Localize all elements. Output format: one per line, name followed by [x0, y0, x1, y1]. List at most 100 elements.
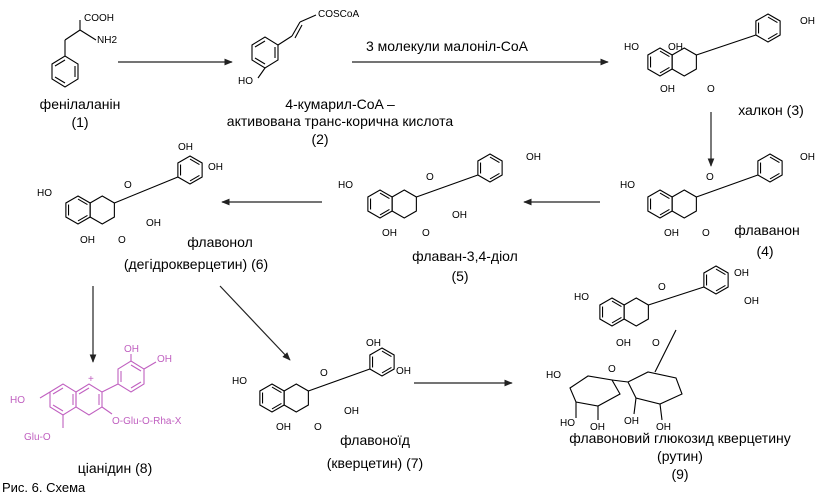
name-c2-line1: 4-кумарил-CoA –	[285, 96, 395, 112]
svg-text:OH: OH	[656, 422, 671, 433]
svg-text:O: O	[658, 282, 666, 293]
cyanidin-labels: HO Glu-O + O-Glu-O-Rha-X OH OH	[10, 344, 182, 443]
svg-text:OH: OH	[800, 16, 815, 27]
double-bond	[489, 172, 500, 180]
svg-text:HO: HO	[624, 42, 639, 53]
double-bond	[77, 214, 88, 222]
double-bond	[77, 198, 88, 206]
svg-text:O-Glu-O-Rha-X: O-Glu-O-Rha-X	[112, 416, 182, 427]
svg-text:OH: OH	[664, 228, 679, 239]
name-c4: флаванон	[734, 222, 800, 238]
atom-labels: COOH NH2 COSCoA HO HO OH OH O OH HO OH O…	[37, 9, 815, 433]
svg-text:O: O	[707, 84, 715, 95]
double-bond	[611, 300, 622, 308]
double-bond	[271, 386, 282, 394]
svg-text:OH: OH	[616, 338, 631, 349]
svg-text:OH: OH	[366, 338, 381, 349]
quercetin-ring-a	[259, 383, 285, 413]
name-c2-line2: активована транс-корична кислота	[226, 113, 454, 129]
svg-text:HO: HO	[338, 180, 353, 191]
svg-text:OH: OH	[124, 344, 139, 355]
double-bond	[715, 268, 726, 276]
num-c4: (4)	[756, 243, 774, 259]
double-bond	[379, 192, 390, 200]
svg-text:O: O	[652, 338, 660, 349]
arrow-6-to-7	[219, 285, 291, 361]
flavanone-link	[696, 174, 759, 198]
rutin-aglycone-ring-c	[623, 297, 649, 327]
reaction-arrows	[89, 58, 715, 387]
c1-nh2: NH2	[97, 35, 117, 46]
double-bond	[769, 172, 780, 180]
flavonol-ring-b	[177, 155, 203, 185]
svg-text:OH: OH	[146, 218, 161, 229]
double-bond	[715, 284, 726, 292]
double-bond	[769, 156, 780, 164]
double-bond	[381, 350, 392, 358]
svg-text:O: O	[320, 368, 328, 379]
svg-text:O: O	[426, 172, 434, 183]
c2-ho: HO	[238, 76, 253, 87]
quercetin-link	[308, 368, 371, 392]
svg-text:HO: HO	[574, 292, 589, 303]
svg-text:HO: HO	[546, 370, 561, 381]
name-c6-line2: (дегідрокверцетин) (6)	[123, 256, 269, 272]
double-bond	[659, 50, 670, 58]
quercetin-ring-c	[283, 383, 309, 413]
double-bond	[189, 174, 200, 182]
svg-text:O: O	[124, 180, 132, 191]
svg-text:O: O	[314, 422, 322, 433]
double-bond	[659, 66, 670, 74]
svg-text:O: O	[702, 228, 710, 239]
flavanone-ring-c	[671, 189, 697, 219]
chalcone-link	[696, 34, 757, 56]
double-bond	[189, 158, 200, 166]
svg-text:OH: OH	[624, 416, 639, 427]
c2-coscoa: COSCoA	[318, 9, 359, 20]
svg-text:OH: OH	[668, 42, 683, 53]
num-c5: (5)	[451, 268, 469, 284]
rutin-aglycone-link	[648, 286, 705, 306]
svg-text:OH: OH	[526, 152, 541, 163]
svg-text:OH: OH	[744, 296, 759, 307]
svg-text:OH: OH	[734, 268, 749, 279]
svg-text:OH: OH	[396, 366, 411, 377]
rutin-aglycone-ring-a	[599, 297, 625, 327]
double-bond	[379, 208, 390, 216]
figure-caption: Рис. 6. Схема	[2, 480, 86, 495]
svg-text:OH: OH	[800, 152, 815, 163]
svg-text:+: +	[88, 374, 94, 385]
svg-text:OH: OH	[382, 228, 397, 239]
flavanone-ring-b	[757, 153, 783, 183]
svg-text:HO: HO	[620, 180, 635, 191]
num-c9: (9)	[671, 466, 689, 482]
svg-text:HO: HO	[10, 395, 25, 406]
name-c9-line1: флавоновий глюкозид кверцетину	[569, 430, 791, 446]
structure-cyanidin	[39, 354, 157, 428]
svg-text:OH: OH	[344, 406, 359, 417]
svg-text:OH: OH	[208, 162, 223, 173]
double-bond	[381, 366, 392, 374]
double-bond	[271, 402, 282, 410]
flavonol-ring-c	[89, 195, 115, 225]
svg-text:Glu-O: Glu-O	[24, 432, 51, 443]
chalcone-ring-b	[755, 13, 781, 43]
svg-text:HO: HO	[560, 418, 575, 429]
double-bond	[767, 16, 778, 24]
num-c2: (2)	[311, 131, 329, 147]
svg-text:OH: OH	[276, 422, 291, 433]
flavandiol-ring-a	[367, 189, 393, 219]
svg-text:OH: OH	[157, 354, 172, 365]
svg-text:O: O	[422, 228, 430, 239]
arrow-label-malonyl-coa: 3 молекули малоніл-CoA	[366, 38, 529, 54]
name-c9-line2: (рутин)	[657, 448, 703, 464]
svg-text:O: O	[706, 172, 714, 183]
svg-text:OH: OH	[452, 210, 467, 221]
svg-text:OH: OH	[178, 142, 193, 153]
num-c1: (1)	[71, 114, 89, 130]
flavanone-ring-a	[647, 189, 673, 219]
svg-text:OH: OH	[80, 235, 95, 246]
structure-phenylalanine	[51, 20, 97, 88]
name-c7-line1: флавоноїд	[340, 432, 410, 448]
